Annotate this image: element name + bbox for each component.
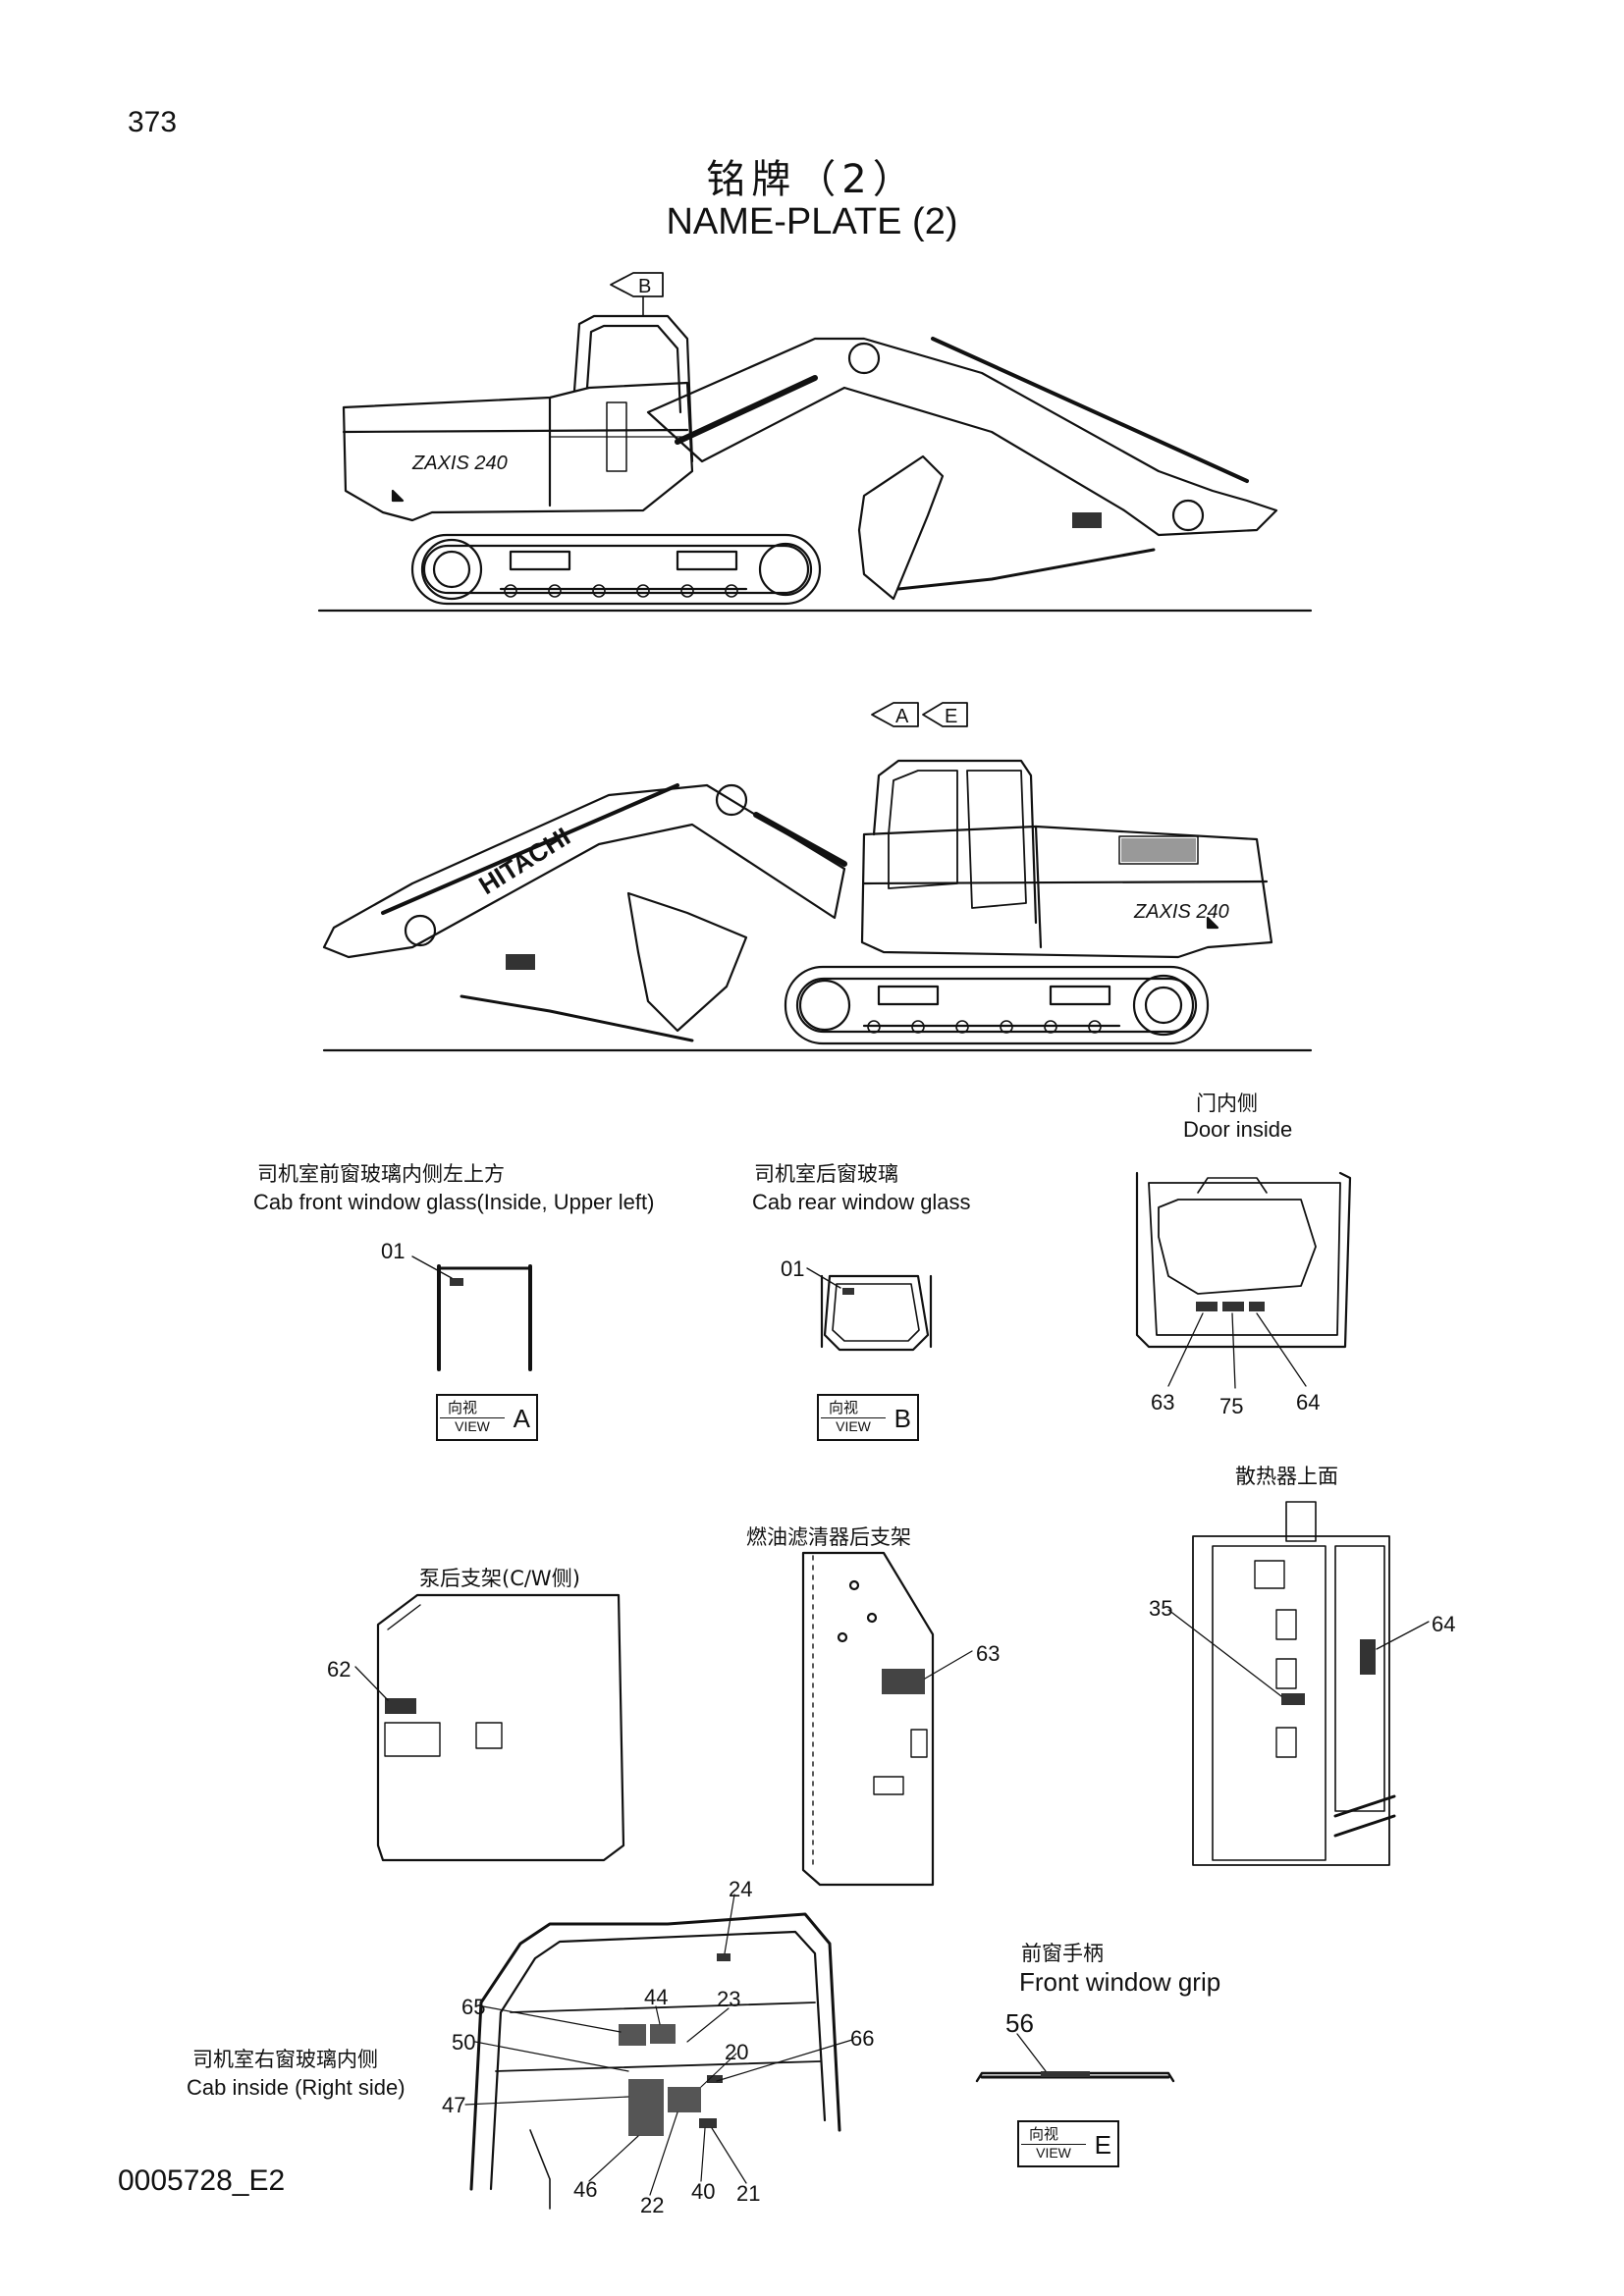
- callout-cab-24: 24: [729, 1877, 753, 1901]
- cab-plate-22: [668, 2087, 701, 2112]
- document-code: 0005728_E2: [118, 2164, 286, 2197]
- pump-bracket-plate: [385, 1698, 416, 1714]
- rear-glass-caption-cn: 司机室后窗玻璃: [754, 1162, 898, 1186]
- front-grip-caption-cn: 前窗手柄: [1021, 1942, 1104, 1965]
- callout-grip-56: 56: [1005, 2008, 1034, 2038]
- view-box-b-cn: 向视: [829, 1399, 859, 1416]
- callout-cab-47: 47: [442, 2093, 466, 2117]
- door-inside-detail: [1135, 1171, 1352, 1389]
- door-inside-caption-en: Door inside: [1183, 1117, 1293, 1142]
- bucket-bottom: [626, 891, 748, 1033]
- track-bottom: [784, 965, 1210, 1045]
- view-box-a: 向视 VIEW A: [436, 1394, 538, 1441]
- callout-radiator-64: 64: [1432, 1612, 1456, 1636]
- svg-text:A: A: [895, 706, 909, 727]
- cab-plate-65: [619, 2024, 646, 2046]
- fuel-filter-caption-cn: 燃油滤清器后支架: [746, 1525, 911, 1549]
- view-box-b-en: VIEW: [821, 1417, 886, 1434]
- cab-plate-24: [717, 1953, 731, 1961]
- callout-door-75: 75: [1219, 1394, 1244, 1418]
- decal-boom-bottom: [506, 954, 535, 970]
- callout-cab-46: 46: [573, 2177, 598, 2202]
- boom-top: [646, 337, 1278, 537]
- cab-plate-20: [707, 2075, 723, 2083]
- radiator-caption-cn: 散热器上面: [1235, 1465, 1338, 1488]
- front-grip-detail: [975, 2033, 1175, 2083]
- front-glass-caption-en: Cab front window glass(Inside, Upper lef…: [253, 1190, 655, 1214]
- model-badge-top: ZAXIS 240: [411, 453, 508, 474]
- cab-plate-46: [628, 2079, 664, 2136]
- door-inside-caption-cn: 门内侧: [1196, 1092, 1258, 1115]
- fuel-filter-detail: [801, 1551, 973, 1887]
- view-box-e-letter: E: [1094, 2130, 1111, 2160]
- front-grip-plate: [1041, 2071, 1090, 2077]
- page-number: 373: [128, 106, 178, 138]
- view-box-a-cn: 向视: [448, 1399, 478, 1416]
- view-box-b: 向视 VIEW B: [817, 1394, 919, 1441]
- callout-cab-40: 40: [691, 2179, 716, 2204]
- upper-body-bottom: [860, 825, 1273, 959]
- callout-cab-66: 66: [850, 2026, 875, 2051]
- view-marker-a-e: A E: [871, 702, 968, 727]
- svg-text:E: E: [945, 706, 957, 727]
- rear-glass-plate: [842, 1288, 854, 1295]
- boom-bottom: [322, 783, 846, 959]
- callout-cab-23: 23: [717, 1987, 741, 2011]
- callout-fuel-63: 63: [976, 1641, 1001, 1666]
- cab-inside-caption-en: Cab inside (Right side): [187, 2075, 406, 2100]
- callout-cab-44: 44: [644, 1985, 669, 2009]
- decal-boom-top: [1072, 512, 1102, 528]
- front-glass-plate: [450, 1278, 463, 1286]
- pump-bracket-detail: [354, 1593, 625, 1862]
- excavator-side-view-bottom: HITACHI ZAXIS 240 A E: [322, 702, 1313, 1052]
- view-box-e-en: VIEW: [1021, 2144, 1086, 2161]
- radiator-plate-64: [1360, 1639, 1376, 1675]
- callout-door-63: 63: [1151, 1390, 1175, 1415]
- excavator-side-view-top: B ZAXIS 240: [317, 272, 1313, 613]
- callout-door-64: 64: [1296, 1390, 1321, 1415]
- rear-glass-caption-en: Cab rear window glass: [752, 1190, 971, 1214]
- callout-radiator-35: 35: [1149, 1596, 1173, 1621]
- callout-rear-glass: 01: [781, 1256, 805, 1281]
- view-box-b-letter: B: [893, 1404, 911, 1433]
- callout-front-glass: 01: [381, 1239, 406, 1263]
- cab-plate-44: [650, 2024, 676, 2044]
- cab-top: [572, 314, 694, 463]
- view-marker-b: B: [610, 272, 664, 317]
- title-english: NAME-PLATE (2): [666, 201, 958, 242]
- front-grip-caption-en: Front window grip: [1019, 1967, 1221, 1997]
- callout-cab-21: 21: [736, 2181, 761, 2206]
- track-top: [410, 533, 822, 606]
- view-box-e: 向视 VIEW E: [1017, 2120, 1119, 2167]
- radiator-detail: [1167, 1501, 1430, 1866]
- cab-inside-detail: [464, 1894, 853, 2210]
- callout-pump-62: 62: [327, 1657, 352, 1682]
- rear-glass-detail: [806, 1267, 933, 1352]
- radiator-plate-35: [1281, 1693, 1305, 1705]
- model-badge-bottom: ZAXIS 240: [1133, 901, 1229, 923]
- front-glass-caption-cn: 司机室前窗玻璃内侧左上方: [257, 1162, 505, 1186]
- upper-body-top: [342, 381, 694, 522]
- cab-bottom: [872, 759, 1038, 925]
- svg-text:B: B: [638, 276, 651, 297]
- title-chinese: 铭牌（2）: [706, 157, 918, 202]
- bucket-top: [857, 454, 945, 601]
- view-box-a-letter: A: [513, 1404, 530, 1433]
- callout-cab-22: 22: [640, 2193, 665, 2217]
- view-box-e-cn: 向视: [1029, 2125, 1059, 2143]
- view-box-a-en: VIEW: [440, 1417, 505, 1434]
- fuel-filter-plate: [882, 1669, 925, 1694]
- cab-plate-40: [699, 2118, 717, 2128]
- callout-cab-50: 50: [452, 2030, 476, 2055]
- pump-bracket-caption-cn: 泵后支架(C/W侧): [419, 1567, 580, 1590]
- front-glass-detail: [411, 1255, 532, 1371]
- cab-inside-caption-cn: 司机室右窗玻璃内侧: [192, 2048, 378, 2071]
